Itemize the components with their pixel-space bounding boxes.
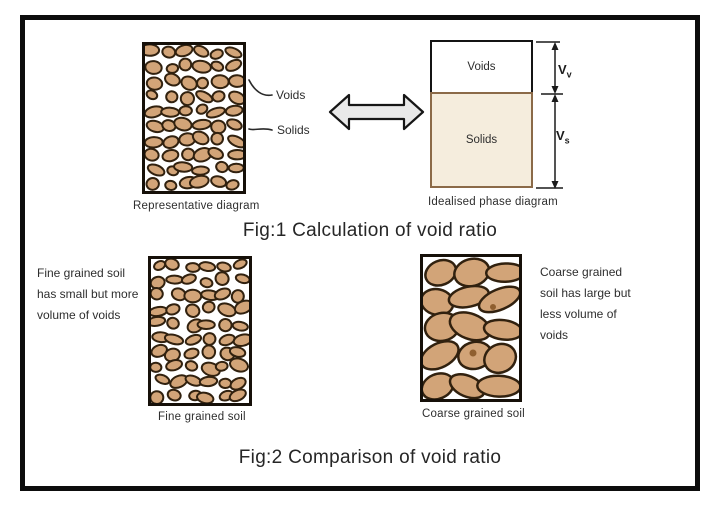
coarse-grained-diagram [420, 254, 522, 402]
soil-particles-coarse-image [423, 257, 519, 399]
vv-dimension-label: Vv [558, 62, 572, 80]
note-line: has small but more [37, 287, 139, 301]
voids-label: Voids [276, 88, 306, 102]
note-line: volume of voids [37, 308, 121, 322]
phase-solids-box: Solids [430, 92, 533, 188]
note-line: voids [540, 328, 569, 342]
fine-soil-note: Fine grained soil has small but more vol… [37, 263, 157, 326]
vs-dimension-label: Vs [556, 128, 570, 146]
representative-diagram [142, 42, 246, 194]
vv-sub: v [566, 69, 572, 80]
note-line: soil has large but [540, 286, 631, 300]
representative-caption: Representative diagram [133, 200, 260, 212]
label-connector-lines [248, 79, 273, 131]
coarse-grained-caption: Coarse grained soil [422, 408, 525, 420]
note-line: Fine grained soil [37, 266, 126, 280]
phase-voids-label: Voids [467, 61, 496, 73]
double-arrow-icon [328, 93, 425, 131]
solids-connector-line [248, 128, 273, 131]
double-arrow-shape [328, 93, 425, 131]
outer-frame [20, 15, 700, 491]
fine-grained-diagram [148, 256, 252, 406]
vs-base: V [556, 128, 565, 143]
note-line: less volume of [540, 307, 617, 321]
soil-particles-representative-image [145, 45, 243, 191]
phase-diagram-caption: Idealised phase diagram [428, 196, 558, 208]
soil-particles-fine-image [151, 259, 249, 403]
figure2-caption: Fig:2 Comparison of void ratio [238, 447, 502, 468]
dimension-lines [536, 41, 563, 189]
solids-label: Solids [277, 123, 310, 137]
phase-voids-box: Voids [430, 40, 533, 92]
vv-base: V [558, 62, 567, 77]
fine-grained-caption: Fine grained soil [158, 411, 246, 423]
voids-connector-line [248, 79, 273, 97]
coarse-soil-note: Coarse grained soil has large but less v… [540, 262, 660, 346]
figure1-caption: Fig:1 Calculation of void ratio [242, 220, 498, 241]
phase-solids-label: Solids [465, 134, 498, 146]
note-line: Coarse grained [540, 265, 623, 279]
vs-sub: s [564, 135, 570, 146]
